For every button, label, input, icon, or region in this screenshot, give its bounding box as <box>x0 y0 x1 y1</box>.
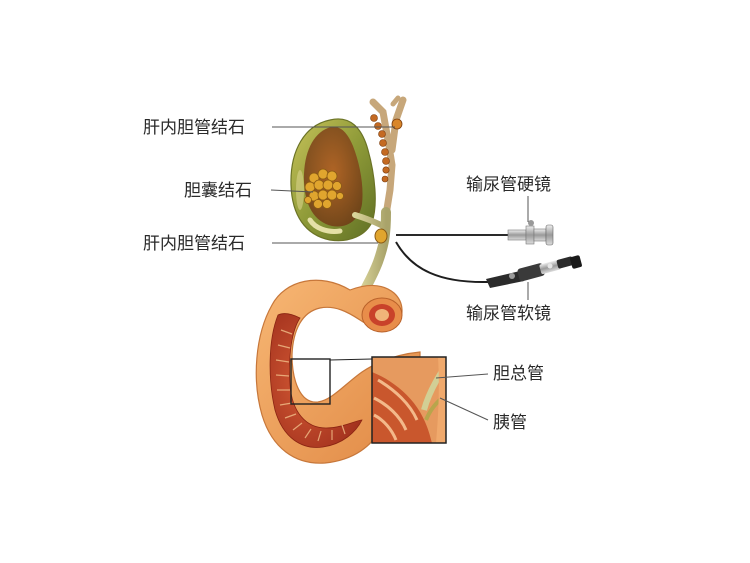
highlight-box <box>290 358 331 405</box>
flexible-ureteroscope <box>395 241 582 288</box>
label-flexible-ureteroscope: 输尿管软镜 <box>466 304 551 324</box>
rigid-ureteroscope <box>396 220 554 246</box>
label-pancreatic-duct: 胰管 <box>493 413 527 433</box>
gallstones <box>304 168 344 209</box>
zoom-inset <box>371 356 447 444</box>
label-intrahepatic-stone-bottom: 肝内胆管结石 <box>143 234 245 254</box>
label-common-bile-duct: 胆总管 <box>493 364 544 384</box>
label-gallbladder-stone: 胆囊结石 <box>184 181 252 201</box>
leader-lines <box>270 126 529 421</box>
label-intrahepatic-stone-top: 肝内胆管结石 <box>143 118 245 138</box>
zoom-connector <box>329 358 373 361</box>
label-rigid-ureteroscope: 输尿管硬镜 <box>466 175 551 195</box>
